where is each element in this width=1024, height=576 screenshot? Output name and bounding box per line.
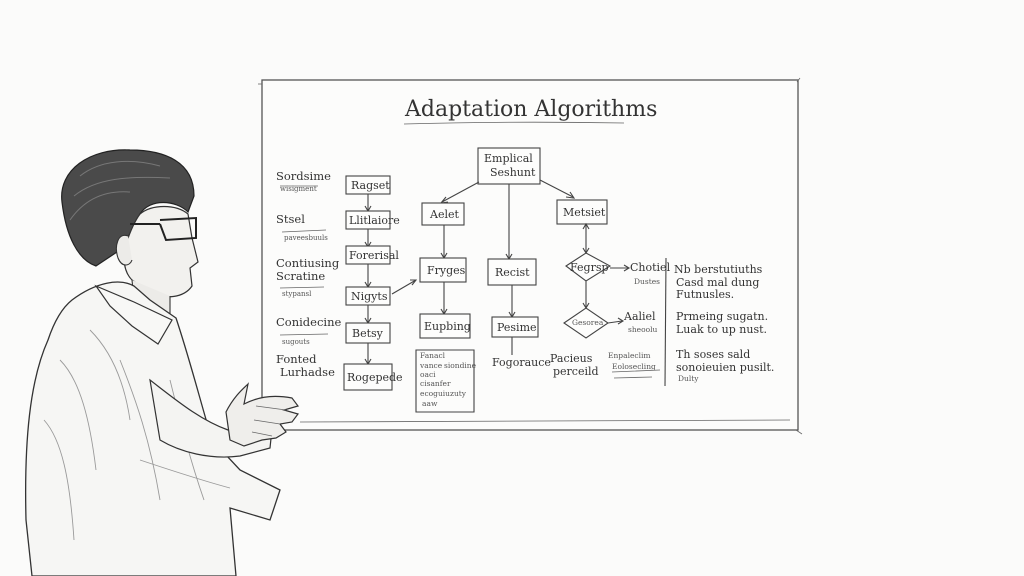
list-box-item: cisanfer: [420, 379, 451, 388]
presenter-illustration: [24, 149, 300, 576]
mid-box-label: Fryges: [427, 264, 466, 277]
board-title: Adaptation Algorithms: [404, 97, 657, 122]
right-small-label: Chotiel: [630, 261, 671, 274]
left-label-note: sugouts: [282, 338, 310, 346]
right-note-line: Casd mal dung: [676, 276, 759, 289]
list-box-item: oaci: [420, 370, 436, 379]
right-divider: [664, 257, 667, 387]
left-label: Conidecine: [276, 315, 341, 329]
left-flow: Ragset Llitlaiore Forerisal Nigyts Betsy…: [343, 175, 418, 391]
diamond-label: Gesorea: [572, 318, 604, 327]
right-note-line: Prmeing sugatn.: [676, 310, 768, 323]
right-notes: Nb berstutiuths Casd mal dung Futnusles.…: [674, 263, 774, 383]
mid-box-label: Recist: [495, 266, 530, 279]
left-box-label: Nigyts: [351, 290, 388, 303]
left-label-sub: Scratine: [276, 269, 325, 283]
top-box-label: Seshunt: [490, 166, 536, 179]
left-label-note: stypansl: [282, 290, 312, 298]
bottom-text: perceild: [553, 365, 599, 378]
bottom-text: Pacieus: [550, 352, 593, 365]
list-box-item: ecoguiuzuty: [420, 389, 467, 398]
top-box-label: Emplical: [484, 152, 533, 165]
left-box-label: Ragset: [351, 179, 390, 192]
left-box-label: Rogepede: [347, 371, 403, 384]
right-note-line: sonoieuien pusilt.: [676, 361, 774, 374]
left-label: Stsel: [276, 212, 305, 226]
list-box-item: aaw: [422, 399, 438, 408]
right-note-line: Futnusles.: [676, 288, 734, 301]
lower-box-label: Pesime: [497, 321, 537, 334]
left-labels: Sordsime wisigment Stsel paveesbuuls Con…: [276, 169, 341, 379]
left-label-note: paveesbuuls: [284, 234, 328, 242]
left-label: Contiusing: [276, 256, 340, 270]
list-box-item: vance: [419, 361, 443, 370]
branch-box-label: Aelet: [429, 208, 459, 221]
right-small-note: sheoolu: [628, 325, 658, 334]
branch-box-label: Metsiet: [563, 206, 606, 219]
left-label: Sordsime: [276, 169, 331, 183]
right-note-line: Dulty: [678, 374, 699, 383]
left-box-label: Betsy: [352, 327, 384, 340]
left-box-label: Llitlaiore: [349, 214, 400, 227]
lower-box-label: Eupbing: [424, 320, 471, 333]
right-small-note: Dustes: [634, 277, 660, 286]
list-box-item: Fanacl: [420, 351, 446, 360]
right-small-label: Aaliel: [623, 310, 656, 323]
bottom-text: Fogorauce: [492, 356, 551, 369]
whiteboard: [258, 77, 803, 436]
lower-flow: Eupbing Pesime Gesorea Aaliel sheoolu Fo…: [415, 307, 661, 413]
list-box-item: siondine: [444, 361, 477, 370]
top-flow: Emplical Seshunt Aelet Metsiet: [421, 147, 608, 261]
right-note-line: Luak to up nust.: [676, 323, 767, 336]
mid-box-label: Fegrsp: [570, 261, 609, 274]
left-box-label: Forerisal: [349, 249, 399, 262]
left-label-sub: Lurhadse: [280, 365, 335, 379]
title-underline: [403, 121, 625, 125]
right-note-line: Nb berstutiuths: [674, 263, 763, 276]
right-note-line: Th soses sald: [676, 348, 750, 361]
mid-flow: Fryges Recist Fegrsp Chotiel Dustes: [419, 252, 671, 319]
right-small-label: Enpaleclim: [608, 351, 651, 360]
left-label: Fonted: [276, 352, 317, 366]
left-label-note: wisigment: [280, 185, 317, 193]
right-small-note: Eolosecling: [612, 362, 656, 371]
